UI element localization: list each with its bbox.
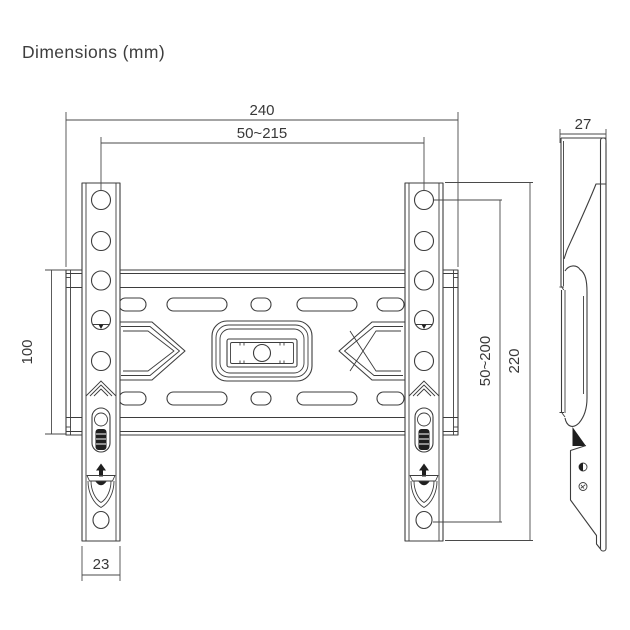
emboss-arrow-right [338, 321, 405, 381]
dim-plate-height-label: 100 [19, 339, 36, 364]
dim-depth: 27 [559, 116, 607, 143]
wall-plate [65, 269, 459, 436]
slot-row-top [118, 297, 405, 312]
left-rail [81, 182, 121, 542]
dim-rail-width-label: 23 [93, 556, 110, 573]
dim-hole-pattern-width-label: 50~215 [237, 125, 287, 142]
dim-depth-label: 27 [575, 116, 592, 133]
right-rail [404, 182, 444, 542]
side-view [559, 137, 607, 552]
dimensions: 240 50~215 100 23 [19, 102, 607, 581]
side-profile [559, 137, 607, 552]
front-view [65, 182, 459, 542]
page-title: Dimensions (mm) [22, 42, 166, 62]
dim-overall-width-label: 240 [249, 102, 274, 119]
dim-rail-width: 23 [81, 546, 121, 581]
dim-hole-pattern-width: 50~215 [100, 125, 425, 191]
dim-hole-pattern-height-label: 50~200 [477, 336, 494, 386]
dim-plate-height: 100 [19, 269, 66, 435]
center-boss [211, 320, 313, 382]
dim-hole-pattern-height: 50~200 [433, 199, 502, 523]
dim-rail-height-label: 220 [506, 348, 523, 373]
slot-row-bottom [118, 391, 405, 406]
dim-rail-height: 220 [445, 182, 533, 541]
dim-overall-width: 240 [65, 102, 459, 267]
emboss-arrow-left [119, 321, 186, 381]
